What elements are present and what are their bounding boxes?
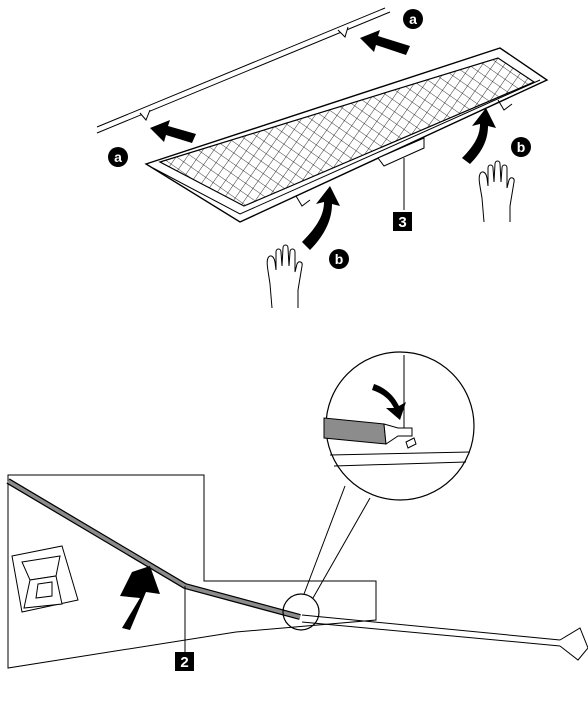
magnifier-target [282, 593, 320, 631]
bottom-figure-seal-removal: 2 [6, 351, 588, 671]
tray-bottom-tab [377, 137, 425, 167]
callout-b-right: b [511, 137, 531, 157]
hand-icon [266, 244, 303, 309]
svg-text:b: b [517, 139, 526, 155]
rail-notch [337, 26, 349, 38]
svg-text:3: 3 [398, 214, 406, 231]
curved-arrow-icon [372, 384, 406, 420]
svg-text:2: 2 [180, 654, 188, 671]
svg-text:a: a [114, 149, 122, 165]
magnifier-circle [323, 351, 475, 501]
magnifier-leader [303, 485, 346, 595]
curved-arrow-icon [462, 108, 496, 164]
svg-text:a: a [409, 11, 417, 27]
speaker-component [11, 545, 79, 613]
panel-outline [7, 474, 377, 669]
top-figure-filter-removal: a a b b 3 [96, 7, 549, 309]
callout-part-2: 2 [175, 652, 194, 671]
filter-tray [144, 47, 549, 223]
curved-arrow-icon [302, 186, 340, 250]
rail-notch [139, 109, 151, 121]
callout-b-bottom: b [329, 249, 349, 269]
filter-mesh [158, 57, 536, 207]
magnifier-leader [312, 497, 371, 599]
callout-part-3: 3 [393, 212, 412, 231]
callout-a-left: a [108, 147, 128, 167]
pry-tool [301, 614, 588, 661]
svg-text:b: b [335, 251, 344, 267]
arrow-icon [150, 120, 196, 143]
hand-icon [478, 160, 515, 223]
callout-a-top: a [403, 9, 423, 29]
arrow-icon [360, 30, 410, 55]
curved-arrow-icon [120, 566, 160, 630]
